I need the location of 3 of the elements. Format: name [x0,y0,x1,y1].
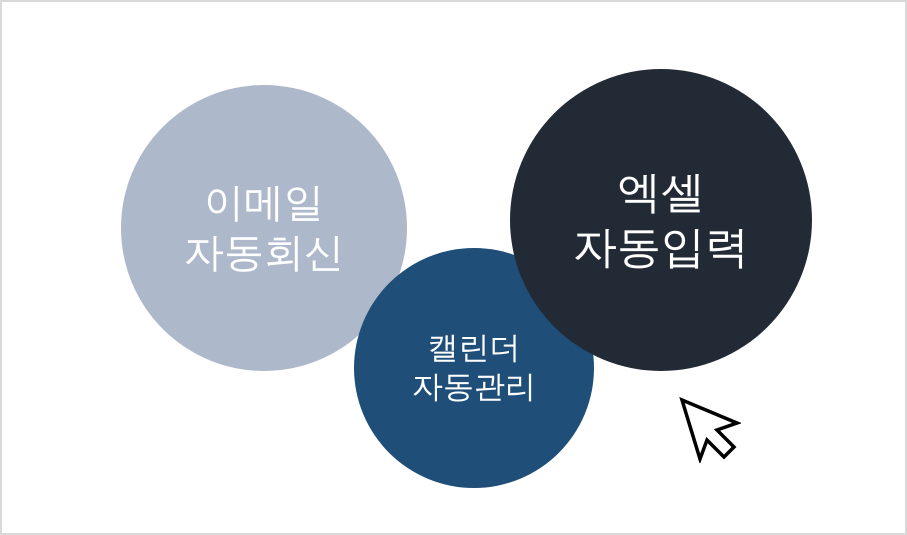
node-label: 이메일 자동회신 [183,179,345,278]
node-label: 엑셀 자동입력 [572,166,750,275]
node-label: 캘린더 자동관리 [411,329,537,407]
